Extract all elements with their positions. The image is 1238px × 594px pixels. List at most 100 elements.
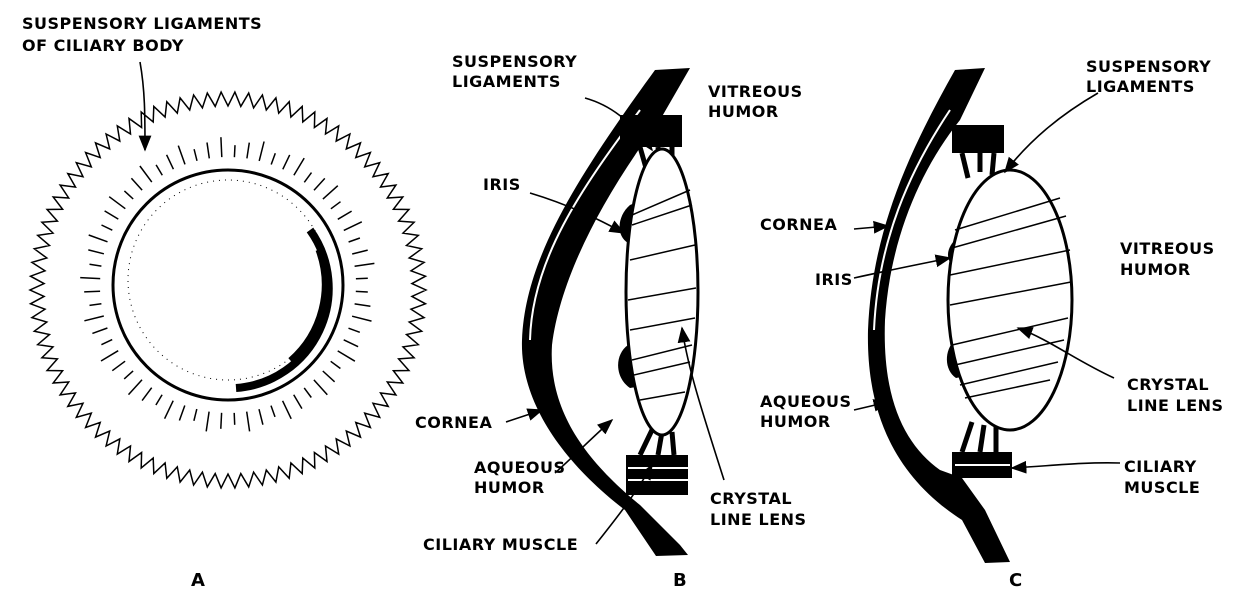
ligament-tick [331, 202, 341, 209]
ligament-tick [338, 351, 355, 361]
label-a-suspensory-line1: SUSPENSORY LIGAMENTS [22, 14, 262, 33]
ligament-tick [156, 165, 162, 175]
ligament-tick [304, 388, 311, 398]
ligament-tick [101, 340, 112, 345]
ligament-tick [355, 304, 371, 306]
label-b-suspensory-line2: LIGAMENTS [452, 72, 561, 91]
ligament-tick [352, 316, 371, 321]
ligament-tick [165, 401, 174, 419]
ligament-tick [156, 395, 162, 405]
ligament-tick [283, 155, 290, 169]
ligament-tick [331, 361, 341, 368]
ligament-tick [283, 401, 292, 419]
ligament-tick [88, 250, 104, 254]
ligament-tick [142, 388, 152, 401]
ligament-tick [131, 178, 142, 190]
panel-label-b: B [673, 570, 687, 591]
ligament-tick [207, 143, 209, 159]
ligament-tick [90, 304, 102, 306]
ligament-tick [101, 351, 118, 361]
ligament-tick [206, 412, 209, 432]
ligament-tick [234, 145, 235, 157]
ligament-tick [294, 158, 304, 175]
ligament-tick [124, 371, 133, 379]
ligament-tick [349, 238, 360, 242]
panel-label-a: A [191, 570, 205, 591]
crystalline-lens-c [948, 170, 1072, 430]
ligament-tick [294, 395, 302, 409]
label-c-suspensory-line2: LIGAMENTS [1086, 77, 1195, 96]
label-c-vitreous-line1: VITREOUS [1120, 239, 1215, 258]
label-a-suspensory-line2: OF CILIARY BODY [22, 36, 184, 55]
ligament-tick [323, 371, 335, 382]
ligament-tick [338, 211, 352, 219]
label-b-vitreous-line1: VITREOUS [708, 82, 803, 101]
label-b-aqueous-line1: AQUEOUS [474, 458, 566, 477]
ligament-tick [89, 235, 108, 242]
ligament-tick [221, 413, 222, 429]
ligament-tick [259, 409, 263, 425]
panel-a-drawing [30, 92, 426, 488]
label-c-iris: IRIS [815, 270, 853, 289]
ligament-tick [344, 340, 358, 347]
ligament-tick [112, 361, 125, 371]
ligament-tick [140, 166, 152, 182]
ciliary-top-b [620, 115, 682, 147]
ligament-tick [344, 222, 362, 231]
ligament-tick [304, 173, 311, 183]
label-b-lens-line1: CRYSTAL [710, 489, 792, 508]
ligament-tick [102, 225, 113, 230]
ligament-tick [323, 186, 338, 199]
ligament-tick [247, 412, 250, 432]
ligament-tick [271, 406, 275, 417]
label-c-aqueous-line2: HUMOR [760, 412, 831, 431]
ligament-tick [92, 328, 107, 333]
ligament-tick [84, 291, 100, 292]
label-b-iris: IRIS [483, 175, 521, 194]
ligament-tick [80, 278, 100, 279]
panel-b-drawing [522, 68, 698, 556]
ligament-tick [194, 409, 197, 421]
label-b-vitreous-line2: HUMOR [708, 102, 779, 121]
ligament-tick [356, 291, 368, 292]
label-b-ciliary-muscle: CILIARY MUSCLE [423, 535, 578, 554]
label-c-cornea: CORNEA [760, 215, 837, 234]
ligament-tick [234, 413, 235, 425]
panel-label-c: C [1009, 570, 1022, 591]
ligament-tick [349, 328, 360, 332]
ligament-tick [194, 149, 197, 161]
ligament-tick [167, 155, 174, 169]
label-c-lens-line1: CRYSTAL [1127, 375, 1209, 394]
label-c-lens-line2: LINE LENS [1127, 396, 1224, 415]
label-c-ciliary-line2: MUSCLE [1124, 478, 1200, 497]
label-b-cornea: CORNEA [415, 413, 492, 432]
ligament-tick [179, 406, 184, 421]
ciliary-top-c [952, 125, 1004, 153]
ligament-tick [129, 380, 143, 395]
label-c-vitreous-line2: HUMOR [1120, 260, 1191, 279]
ligament-tick [178, 146, 185, 165]
panel-c-drawing [868, 68, 1072, 563]
ligament-tick [247, 143, 249, 159]
ligament-tick [314, 380, 327, 395]
label-b-lens-line2: LINE LENS [710, 510, 807, 529]
label-b-aqueous-line2: HUMOR [474, 478, 545, 497]
lens-shading-2 [290, 250, 324, 360]
lens-shading [236, 230, 329, 388]
ligament-tick [352, 250, 368, 254]
label-c-aqueous-line1: AQUEOUS [760, 392, 852, 411]
ligament-tick [314, 178, 325, 190]
label-b-suspensory-line1: SUSPENSORY [452, 52, 577, 71]
ciliary-body-outline [30, 92, 426, 488]
ligament-tick [355, 263, 375, 266]
label-c-suspensory-line1: SUSPENSORY [1086, 57, 1211, 76]
ligament-tick [259, 142, 264, 161]
label-c-ciliary-line1: CILIARY [1124, 457, 1197, 476]
ciliary-muscle-b [626, 455, 688, 495]
lens-outline-a [113, 170, 343, 400]
ligament-tick [124, 191, 133, 199]
ligament-tick [109, 197, 125, 209]
ligament-tick [84, 316, 103, 321]
ligament-tick [105, 211, 119, 219]
ligament-tick [221, 137, 222, 157]
